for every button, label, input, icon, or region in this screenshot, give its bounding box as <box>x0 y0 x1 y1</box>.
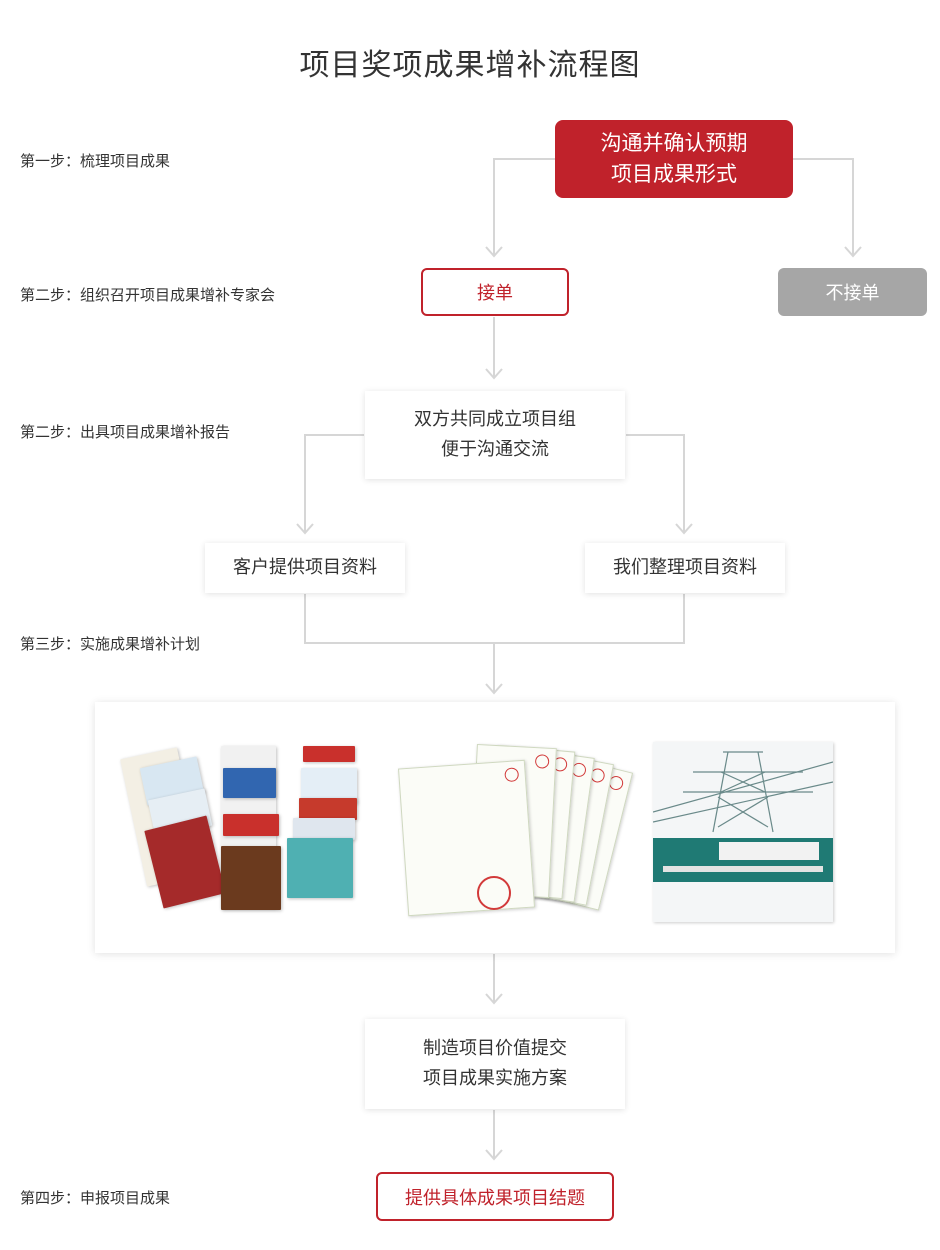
book-illustration <box>653 742 833 922</box>
node-decline: 不接单 <box>778 268 927 316</box>
step-label-5: 第四步：申报项目成果 <box>20 1189 171 1207</box>
node-confirm: 沟通并确认预期 项目成果形式 <box>555 120 793 198</box>
step-label-4: 第三步：实施成果增补计划 <box>20 635 201 653</box>
node-team: 双方共同成立项目组 便于沟通交流 <box>365 391 625 479</box>
node-accept: 接单 <box>421 268 569 316</box>
node-our-materials: 我们整理项目资料 <box>585 543 785 593</box>
node-submit: 制造项目价值提交 项目成果实施方案 <box>365 1019 625 1109</box>
step-label-3: 第二步：出具项目成果增补报告 <box>20 423 231 441</box>
step-label-2: 第二步：组织召开项目成果增补专家会 <box>20 286 276 304</box>
connector-team-to-client <box>304 434 364 532</box>
node-final: 提供具体成果项目结题 <box>376 1172 614 1221</box>
arrowhead <box>485 368 503 380</box>
arrowhead <box>485 246 503 258</box>
arrowhead <box>485 993 503 1005</box>
connector-to-accept <box>493 158 555 255</box>
certificates-illustration <box>395 742 635 917</box>
arrowhead <box>485 1149 503 1161</box>
page-title: 项目奖项成果增补流程图 <box>299 48 641 83</box>
arrowhead <box>844 246 862 258</box>
arrowhead <box>485 683 503 695</box>
arrowhead <box>675 523 693 535</box>
magazines-illustration <box>120 742 368 912</box>
node-client-materials: 客户提供项目资料 <box>205 543 405 593</box>
connector-merge <box>304 594 685 644</box>
arrowhead <box>296 523 314 535</box>
connector-team-to-ours <box>626 434 685 532</box>
achievements-panel <box>95 702 895 953</box>
step-label-1: 第一步：梳理项目成果 <box>20 152 171 170</box>
connector-to-decline <box>793 158 854 255</box>
